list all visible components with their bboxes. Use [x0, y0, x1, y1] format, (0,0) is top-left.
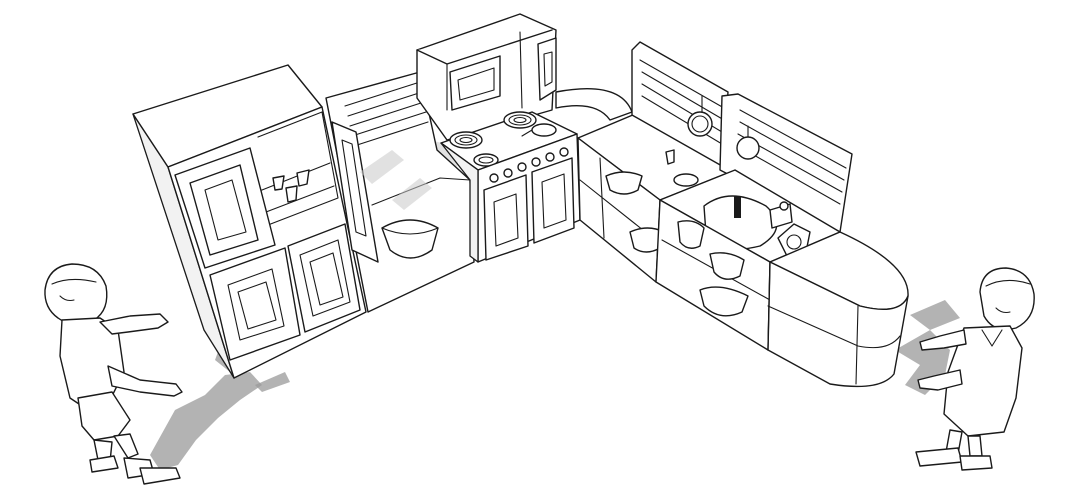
- back-round-counter: [555, 88, 633, 121]
- refrigerator-unit: [132, 64, 367, 379]
- right-child-figure: [915, 267, 1035, 471]
- open-cabinet: [325, 71, 475, 313]
- left-child-figure: [44, 263, 183, 485]
- round-end-unit: [767, 231, 909, 388]
- sink-unit: [631, 41, 853, 351]
- stove-unit: [416, 13, 581, 263]
- background-watermark-strokes: [360, 150, 432, 210]
